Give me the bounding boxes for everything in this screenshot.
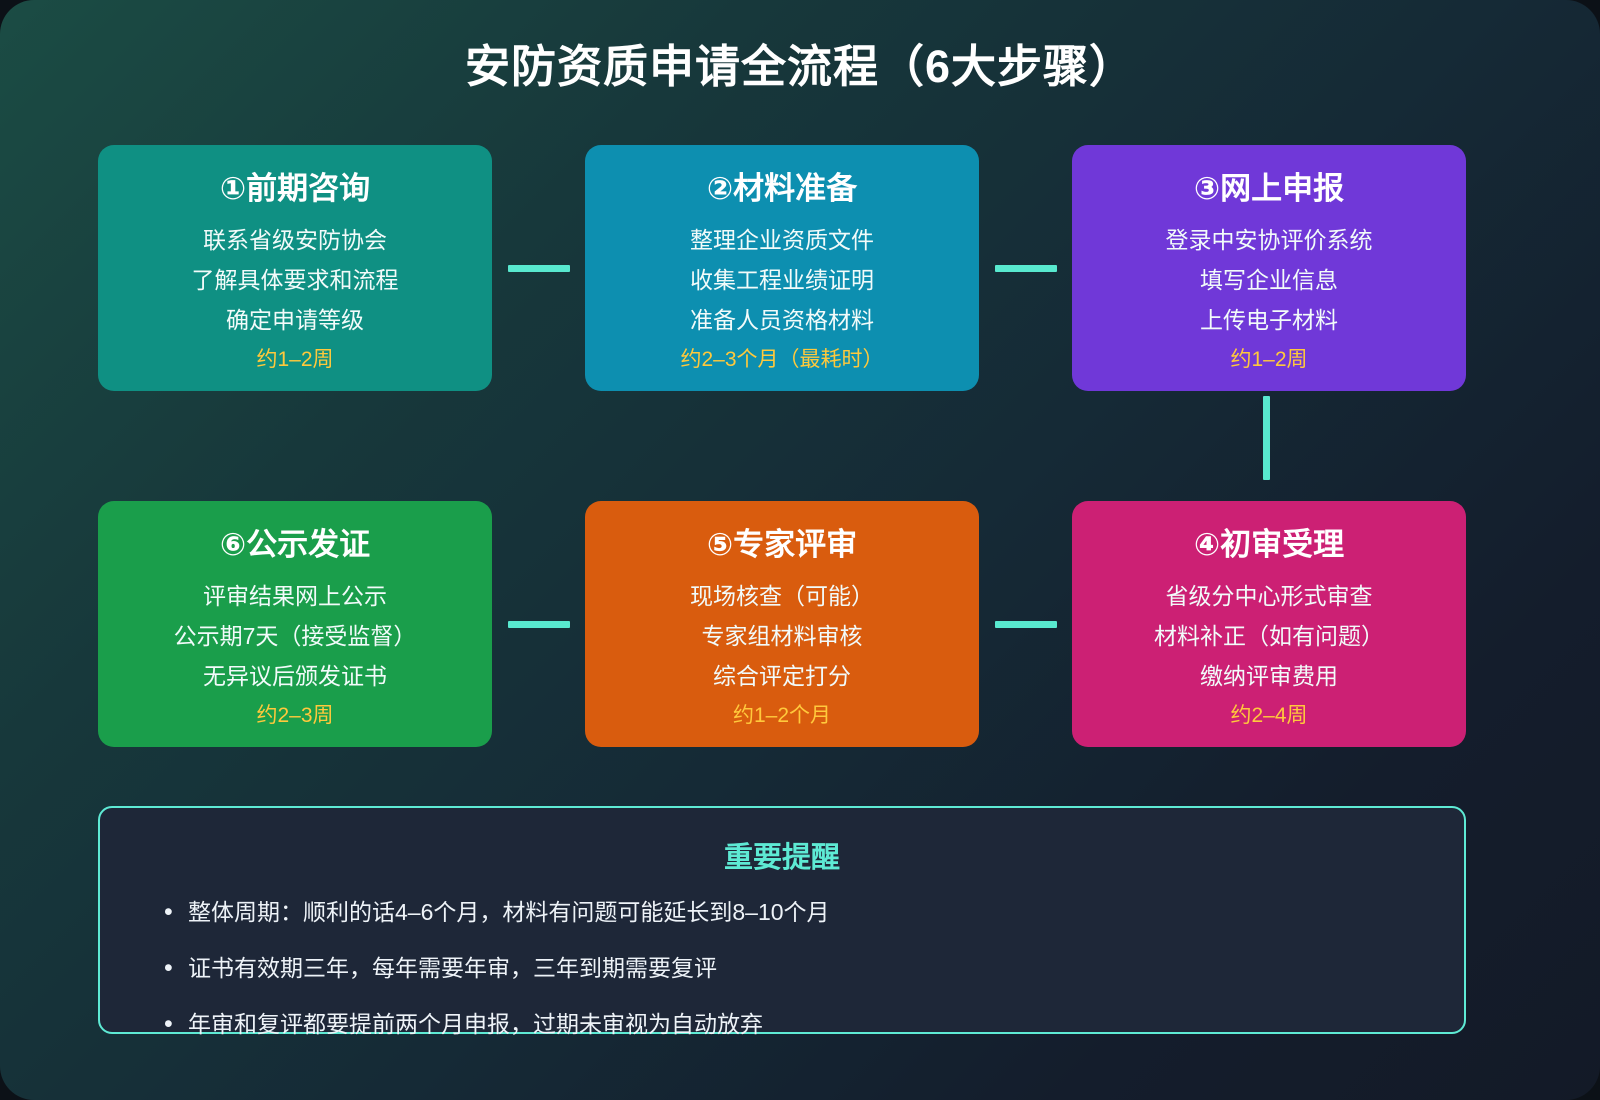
step-card-title: ⑤专家评审 [706, 527, 858, 563]
step-card-title: ⑥公示发证 [219, 527, 371, 563]
step-card-4[interactable]: ④初审受理 省级分中心形式审查 材料补正（如有问题） 缴纳评审费用 约2–4周 [1072, 501, 1466, 748]
step-card-item: 综合评定打分 [713, 662, 851, 689]
steps-row-top: ①前期咨询 联系省级安防协会 了解具体要求和流程 确定申请等级 约1–2周 ②材… [98, 145, 1466, 392]
step-card-title: ②材料准备 [706, 171, 858, 206]
page-title: 安防资质申请全流程（6大步骤） [464, 41, 1136, 92]
steps-grid: ①前期咨询 联系省级安防协会 了解具体要求和流程 确定申请等级 约1–2周 ②材… [98, 145, 1466, 748]
step-card-1[interactable]: ①前期咨询 联系省级安防协会 了解具体要求和流程 确定申请等级 约1–2周 [98, 145, 492, 392]
step-card-item: 了解具体要求和流程 [191, 266, 399, 293]
step-card-item: 整理企业资质文件 [690, 226, 874, 253]
notes-list: 整体周期：顺利的话4–6个月，材料有问题可能延长到8–10个月 证书有效期三年，… [138, 896, 1426, 1040]
list-item: 整体周期：顺利的话4–6个月，材料有问题可能延长到8–10个月 [164, 896, 1426, 928]
step-card-duration: 约2–4周 [1230, 704, 1308, 728]
step-card-duration: 约2–3个月（最耗时） [680, 348, 884, 372]
step-card-item: 省级分中心形式审查 [1165, 582, 1373, 609]
list-item: 证书有效期三年，每年需要年审，三年到期需要复评 [164, 952, 1426, 984]
step-card-item: 缴纳评审费用 [1200, 662, 1338, 689]
connector-arrow-1-to-2-icon [507, 264, 570, 272]
step-card-items: 整理企业资质文件 收集工程业绩证明 准备人员资格材料 [690, 227, 874, 334]
step-card-duration: 约1–2个月 [732, 704, 832, 728]
steps-row-bottom: ⑥公示发证 评审结果网上公示 公示期7天（接受监督） 无异议后颁发证书 约2–3… [98, 501, 1466, 748]
step-card-duration: 约2–3周 [256, 704, 334, 728]
step-card-items: 省级分中心形式审查 材料补正（如有问题） 缴纳评审费用 [1154, 583, 1384, 690]
connector-arrow-4-to-5-icon [994, 620, 1057, 628]
connector-arrow-5-to-6-icon [507, 620, 570, 628]
step-card-5[interactable]: ⑤专家评审 现场核查（可能） 专家组材料审核 综合评定打分 约1–2个月 [585, 501, 979, 748]
row-spacer [98, 391, 1466, 501]
step-card-items: 登录中安协评价系统 填写企业信息 上传电子材料 [1166, 227, 1373, 334]
step-card-3[interactable]: ③网上申报 登录中安协评价系统 填写企业信息 上传电子材料 约1–2周 [1072, 145, 1466, 392]
step-card-2[interactable]: ②材料准备 整理企业资质文件 收集工程业绩证明 准备人员资格材料 约2–3个月（… [585, 145, 979, 392]
step-card-duration: 约1–2周 [256, 348, 334, 372]
step-card-items: 评审结果网上公示 公示期7天（接受监督） 无异议后颁发证书 [174, 583, 417, 690]
step-card-item: 登录中安协评价系统 [1165, 226, 1373, 253]
step-card-title: ④初审受理 [1193, 527, 1345, 563]
step-card-item: 收集工程业绩证明 [690, 266, 874, 293]
step-card-item: 评审结果网上公示 [202, 582, 387, 609]
step-card-item: 材料补正（如有问题） [1154, 622, 1384, 649]
step-card-items: 联系省级安防协会 了解具体要求和流程 确定申请等级 [192, 227, 399, 334]
step-card-6[interactable]: ⑥公示发证 评审结果网上公示 公示期7天（接受监督） 无异议后颁发证书 约2–3… [98, 501, 492, 748]
list-item: 年审和复评都要提前两个月申报，过期未审视为自动放弃 [164, 1008, 1426, 1040]
notes-title: 重要提醒 [723, 842, 840, 874]
step-card-item: 无异议后颁发证书 [202, 662, 387, 689]
step-card-item: 公示期7天（接受监督） [173, 622, 417, 649]
step-card-title: ①前期咨询 [219, 171, 371, 206]
step-card-duration: 约1–2周 [1230, 348, 1308, 372]
step-card-item: 上传电子材料 [1200, 306, 1338, 333]
connector-arrow-2-to-3-icon [994, 264, 1057, 272]
step-card-item: 填写企业信息 [1200, 266, 1338, 293]
step-card-item: 专家组材料审核 [701, 622, 863, 649]
step-card-item: 确定申请等级 [226, 306, 364, 333]
step-card-item: 联系省级安防协会 [203, 226, 387, 253]
step-card-items: 现场核查（可能） 专家组材料审核 综合评定打分 [690, 583, 874, 690]
step-card-title: ③网上申报 [1193, 171, 1345, 206]
important-notes-panel: 重要提醒 整体周期：顺利的话4–6个月，材料有问题可能延长到8–10个月 证书有… [98, 806, 1466, 1040]
connector-arrow-3-to-4-icon [1263, 396, 1270, 480]
step-card-item: 现场核查（可能） [690, 582, 874, 609]
step-card-item: 准备人员资格材料 [690, 306, 874, 333]
